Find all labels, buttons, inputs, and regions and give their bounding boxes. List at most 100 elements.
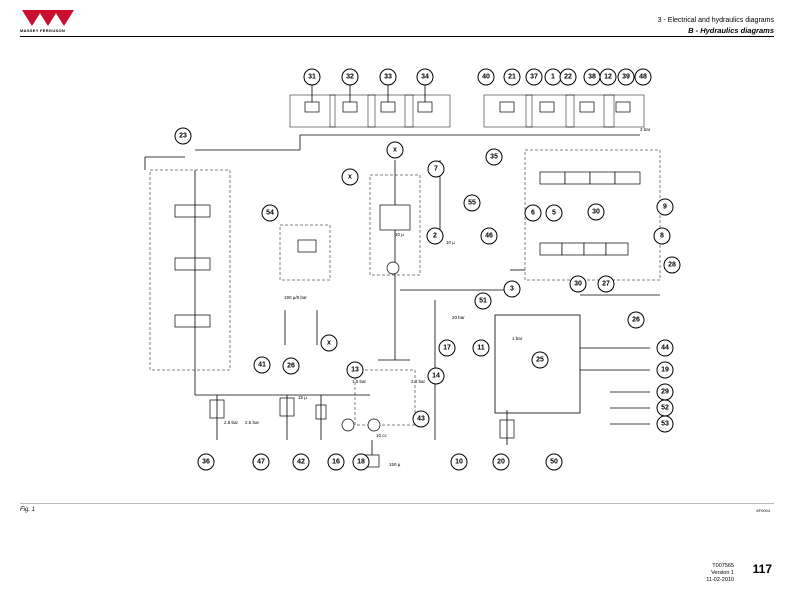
callout-circle xyxy=(597,275,615,293)
callout-label: 17 xyxy=(443,345,451,352)
callout-43: 43 xyxy=(412,410,430,428)
callout-label: 9 xyxy=(663,204,667,211)
document-date: 11-02-2010 xyxy=(706,577,734,583)
callout-37: 37 xyxy=(525,68,543,86)
callout-50: 50 xyxy=(545,453,563,471)
callout-label: 10 xyxy=(455,459,463,466)
callout-32: 32 xyxy=(341,68,359,86)
callout-circle xyxy=(492,453,510,471)
callout-48: 48 xyxy=(634,68,652,86)
callout-20: 20 xyxy=(492,453,510,471)
callout-circle xyxy=(282,357,300,375)
callout-46: 46 xyxy=(480,227,498,245)
callout-label: 2 xyxy=(433,233,437,240)
logo-triangle-right xyxy=(54,10,74,26)
callout-label: 51 xyxy=(479,298,487,305)
callout-label: 54 xyxy=(266,210,274,217)
callout-13: 13 xyxy=(346,361,364,379)
callout-label: x xyxy=(348,174,352,181)
callout-label: 27 xyxy=(602,281,610,288)
pressure-label: 1.5 bar xyxy=(352,379,367,384)
callout-circle xyxy=(341,68,359,86)
callout-circle xyxy=(174,127,192,145)
callout-circle xyxy=(503,280,521,298)
callout-circle xyxy=(545,204,563,222)
callout-circle xyxy=(438,339,456,357)
callout-circle xyxy=(352,453,370,471)
callout-label: 7 xyxy=(434,166,438,173)
callout-x: x xyxy=(341,168,359,186)
callout-40: 40 xyxy=(477,68,495,86)
figure-reference: 6F0004 xyxy=(756,508,770,513)
callout-circle xyxy=(569,275,587,293)
callout-label: 25 xyxy=(536,357,544,364)
callout-1: 1 xyxy=(544,68,562,86)
callout-label: 21 xyxy=(508,74,516,81)
pressure-label: 10 cc xyxy=(376,433,388,438)
callout-label: 36 xyxy=(202,459,210,466)
callout-circle xyxy=(426,227,444,245)
callout-36: 36 xyxy=(197,453,215,471)
callout-label: 5 xyxy=(552,210,556,217)
callout-23: 23 xyxy=(174,127,192,145)
callout-6: 6 xyxy=(524,204,542,222)
callout-circle xyxy=(416,68,434,86)
callout-label: 41 xyxy=(258,362,266,369)
subsection-title: B - Hydraulics diagrams xyxy=(688,26,774,35)
callout-label: 39 xyxy=(622,74,630,81)
callout-label: 52 xyxy=(661,405,669,412)
callout-11: 11 xyxy=(472,339,490,357)
callout-label: 38 xyxy=(588,74,596,81)
pressure-label: 3 bar xyxy=(640,127,651,132)
callout-circle xyxy=(559,68,577,86)
callout-54: 54 xyxy=(261,204,279,222)
callout-circle xyxy=(634,68,652,86)
header-rule xyxy=(20,36,774,37)
pressure-label: 10 µ xyxy=(446,240,455,245)
callout-10: 10 xyxy=(450,453,468,471)
callout-21: 21 xyxy=(503,68,521,86)
callout-circle xyxy=(656,339,674,357)
pressure-label: 2.4 bar xyxy=(411,379,426,384)
callout-label: 13 xyxy=(351,367,359,374)
callout-circle xyxy=(253,356,271,374)
callout-17: 17 xyxy=(438,339,456,357)
callout-circle xyxy=(412,410,430,428)
callout-x: x xyxy=(386,141,404,159)
callout-31: 31 xyxy=(303,68,321,86)
callout-label: 55 xyxy=(468,200,476,207)
callout-circle xyxy=(463,194,481,212)
callout-3: 3 xyxy=(503,280,521,298)
footer-rule xyxy=(20,503,774,504)
callout-label: 47 xyxy=(257,459,265,466)
callout-label: 8 xyxy=(660,233,664,240)
callout-label: 29 xyxy=(661,389,669,396)
callout-label: 40 xyxy=(482,74,490,81)
callout-label: 33 xyxy=(384,74,392,81)
callout-label: 46 xyxy=(485,233,493,240)
callout-47: 47 xyxy=(252,453,270,471)
callout-circle xyxy=(303,68,321,86)
callout-52: 52 xyxy=(656,399,674,417)
callout-35: 35 xyxy=(485,148,503,166)
callout-circle xyxy=(379,68,397,86)
callout-26: 26 xyxy=(282,357,300,375)
callout-label: 32 xyxy=(346,74,354,81)
callout-label: 43 xyxy=(417,416,425,423)
callout-label: 44 xyxy=(661,345,669,352)
callout-label: 53 xyxy=(661,421,669,428)
callout-circle xyxy=(261,204,279,222)
document-code: T007565 xyxy=(712,563,734,569)
callout-label: 22 xyxy=(564,74,572,81)
callout-label: 31 xyxy=(308,74,316,81)
callout-label: 19 xyxy=(661,367,669,374)
callout-27: 27 xyxy=(597,275,615,293)
callout-label: 6 xyxy=(531,210,535,217)
callout-label: 48 xyxy=(639,74,647,81)
callout-label: 30 xyxy=(574,281,582,288)
logo-triangle-left xyxy=(22,10,42,26)
logo-wordmark: MASSEY FERGUSON xyxy=(20,28,66,33)
section-title: 3 - Electrical and hydraulics diagrams xyxy=(657,17,774,24)
